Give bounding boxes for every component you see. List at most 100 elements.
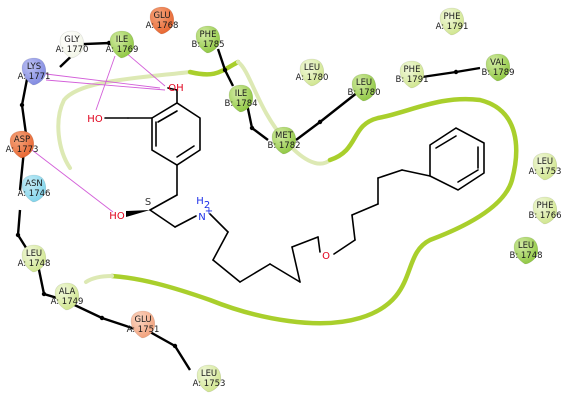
residue-disc: [532, 196, 558, 225]
residue-disc: [439, 7, 465, 36]
residue-name: GLU: [134, 315, 151, 325]
stereo-label: S: [145, 197, 151, 208]
residue-name: PHE: [444, 12, 461, 22]
residue-id: B: 1766: [528, 211, 561, 221]
residue-disc: [228, 84, 254, 113]
residue-disc: [195, 25, 221, 54]
residue-disc: [21, 57, 47, 86]
residue-id: A: 1753: [529, 167, 562, 177]
residue-disc: [351, 73, 377, 102]
oh-label: OH: [168, 83, 183, 94]
ho-label: HO: [87, 114, 103, 125]
residue-id: A: 1780: [296, 73, 329, 83]
amine-sub-label: 2: [204, 200, 210, 211]
residue-id: A: 1768: [146, 21, 179, 31]
residue-name: LEU: [356, 78, 372, 88]
residue-id: A: 1773: [6, 145, 39, 155]
residue-disc: [399, 60, 425, 89]
residue-name: ASN: [25, 179, 43, 189]
residue-name: ALA: [59, 287, 76, 297]
amine-n-label: N: [198, 212, 205, 223]
residue-disc: [271, 126, 297, 155]
hbond-line: [95, 55, 116, 111]
hbond-lines: [31, 51, 166, 213]
residue-id: B: 1748: [509, 251, 542, 261]
residue-disc: [513, 236, 539, 265]
residue-id: A: 1770: [56, 45, 89, 55]
residue-disc: [9, 130, 35, 159]
residue-name: LYS: [27, 62, 41, 72]
residue-name: MET: [275, 131, 294, 141]
residue-disc: [149, 6, 175, 35]
residue-id: A: 1791: [436, 22, 469, 32]
residue-id: B: 1782: [267, 141, 300, 151]
residue-id: A: 1751: [127, 325, 160, 335]
residue-name: ASP: [14, 135, 30, 145]
residue-name: PHE: [404, 65, 421, 75]
hbond-line: [45, 79, 166, 91]
residue-disc: [196, 364, 222, 393]
residue-disc: [54, 282, 80, 311]
ho-chiral-label: HO: [109, 211, 125, 222]
residue-id: B: 1789: [481, 68, 514, 78]
residue-name: LEU: [304, 63, 320, 73]
residue-name: LEU: [26, 249, 42, 259]
residue-name: ILE: [116, 35, 129, 45]
residue-id: A: 1753: [193, 379, 226, 389]
residue-id: B: 1791: [395, 75, 428, 85]
residue-disc: [109, 30, 135, 59]
ligand-bonds: [104, 87, 485, 283]
hbond-line: [124, 51, 166, 87]
residue-name: VAL: [490, 58, 506, 68]
amine-plus-label: +: [205, 206, 213, 217]
residue-name: PHE: [537, 201, 554, 211]
residue-id: B: 1785: [191, 40, 224, 50]
residue-id: A: 1769: [106, 45, 139, 55]
residue-disc: [485, 53, 511, 82]
residue-disc: [532, 152, 558, 181]
residue-disc: [59, 30, 85, 59]
residue-id: A: 1771: [18, 72, 51, 82]
pocket-outline: [56, 59, 519, 326]
residue-disc: [21, 174, 47, 203]
hbond-line: [45, 73, 161, 89]
residue-name: LEU: [537, 157, 553, 167]
residue-name: ILE: [235, 89, 248, 99]
residue-name: GLU: [153, 11, 170, 21]
amine-h-label: H: [196, 196, 204, 207]
residue-name: PHE: [200, 30, 217, 40]
residue-id: A: 1748: [18, 259, 51, 269]
residue-id: A: 1746: [18, 189, 51, 199]
residue-id: A: 1749: [51, 297, 84, 307]
residue-disc: [299, 58, 325, 87]
residue-disc: [21, 244, 47, 273]
residue-disc: [130, 310, 156, 339]
residue-name: LEU: [518, 241, 534, 251]
residue-id: B: 1780: [347, 88, 380, 98]
residue-id: B: 1784: [224, 99, 257, 109]
residue-name: LEU: [201, 369, 217, 379]
